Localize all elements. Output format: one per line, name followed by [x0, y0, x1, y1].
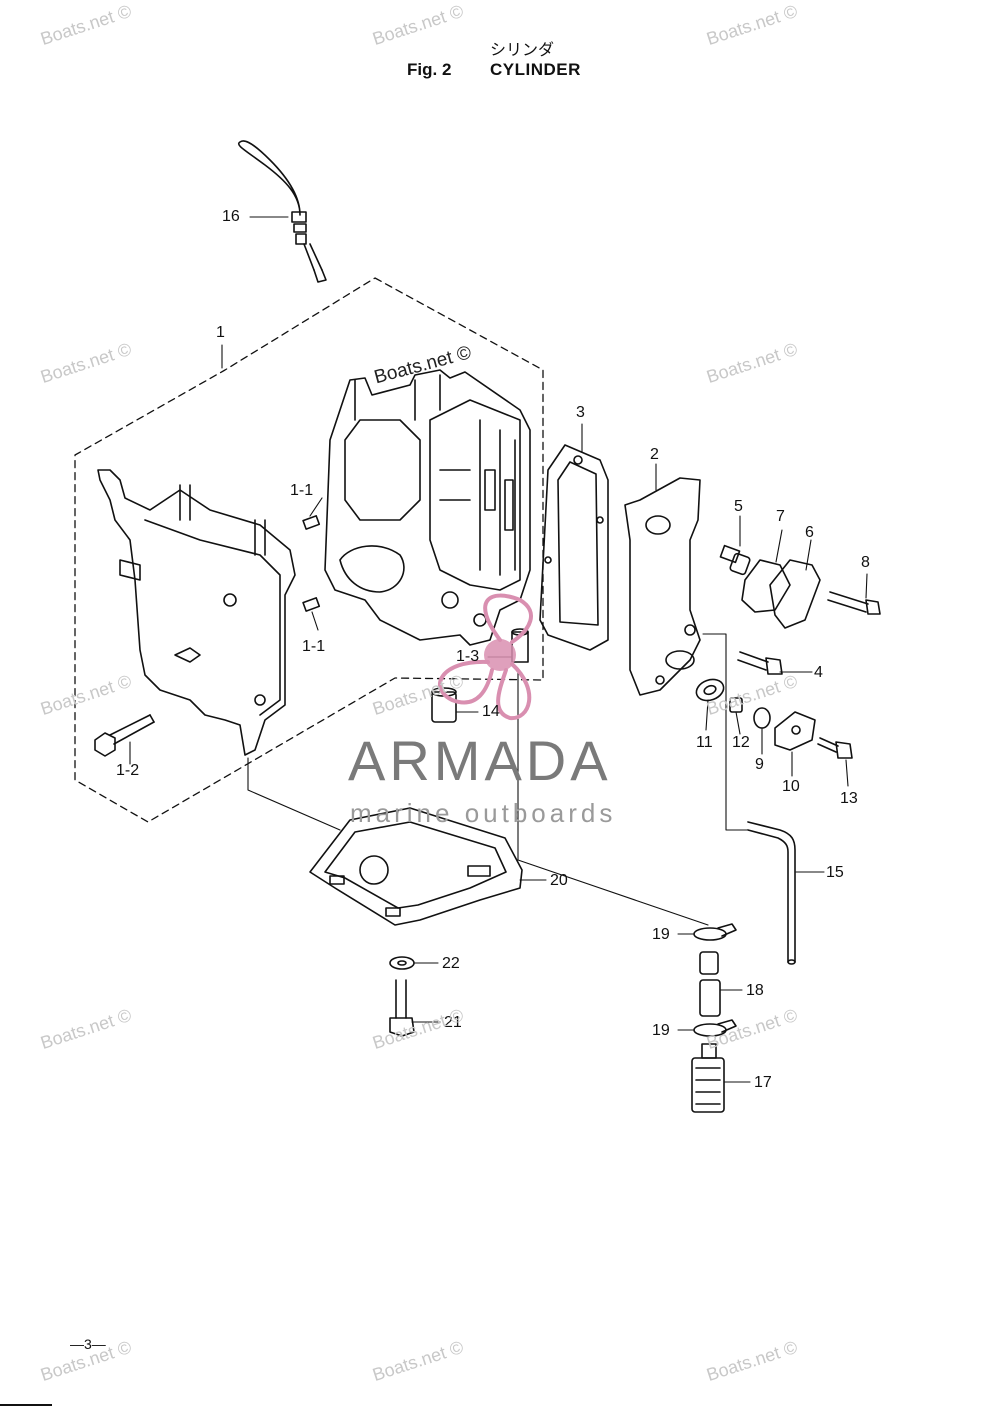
callout-10: 10 [782, 778, 800, 795]
cover-10 [774, 711, 816, 751]
bolt-13 [817, 737, 853, 759]
washer-22 [389, 956, 415, 970]
callout-16: 16 [222, 208, 240, 225]
callout-13: 13 [840, 790, 858, 807]
title-japanese: シリンダ [490, 42, 555, 59]
gasket-11 [695, 678, 725, 702]
bolt-4 [737, 651, 783, 675]
assembly-boundary-dashed [74, 277, 544, 823]
callout-5: 5 [734, 498, 743, 515]
bolt-1-2 [94, 714, 155, 757]
callout-1: 1 [216, 324, 225, 341]
callout-7: 7 [776, 508, 785, 525]
figure-label: Fig. 2 [407, 60, 452, 79]
bolt-21 [389, 979, 415, 1037]
filter-17 [691, 1043, 725, 1113]
callout-12: 12 [732, 734, 750, 751]
callout-19-upper: 19 [652, 926, 670, 943]
crankcase [97, 469, 296, 756]
hose-15 [747, 821, 796, 965]
brand-name: ARMADA [348, 729, 612, 792]
thermostat-5 [719, 544, 751, 576]
figure-title: CYLINDER [490, 60, 581, 79]
callout-17: 17 [754, 1074, 772, 1091]
gasket-3 [539, 444, 609, 651]
callout-8: 8 [861, 554, 870, 571]
callout-1-2: 1-2 [116, 762, 140, 779]
cylinder-block [324, 369, 531, 646]
callout-9: 9 [755, 756, 764, 773]
callout-1-3: 1-3 [456, 648, 480, 665]
dowel-pin-upper [302, 515, 321, 530]
gasket-20 [309, 807, 523, 926]
callout-15: 15 [826, 864, 844, 881]
callout-22: 22 [442, 955, 460, 972]
callout-3: 3 [576, 404, 585, 421]
washer-9 [753, 707, 771, 729]
callout-4: 4 [814, 664, 823, 681]
armada-logo-mark [438, 593, 533, 721]
dipstick-part [238, 140, 327, 283]
dowel-pin-lower [302, 597, 321, 612]
callout-14: 14 [482, 703, 500, 720]
exhaust-cover-2 [624, 477, 701, 696]
callout-18: 18 [746, 982, 764, 999]
page-number: —3— [70, 1336, 106, 1352]
callout-6: 6 [805, 524, 814, 541]
clamp-19-upper [693, 923, 737, 941]
bolt-8 [827, 591, 881, 615]
brand-tagline: marine outboards [350, 798, 617, 828]
callout-1-1-lower: 1-1 [302, 638, 326, 655]
thermostat-cover-7 [741, 559, 791, 613]
hose-18 [699, 951, 721, 1017]
callout-19-lower: 19 [652, 1022, 670, 1039]
callout-2: 2 [650, 446, 659, 463]
callout-11: 11 [696, 734, 713, 751]
callout-1-1-upper: 1-1 [290, 482, 314, 499]
thermostat-cover-6 [769, 559, 821, 629]
callout-20: 20 [550, 872, 568, 889]
callout-21: 21 [444, 1014, 462, 1031]
